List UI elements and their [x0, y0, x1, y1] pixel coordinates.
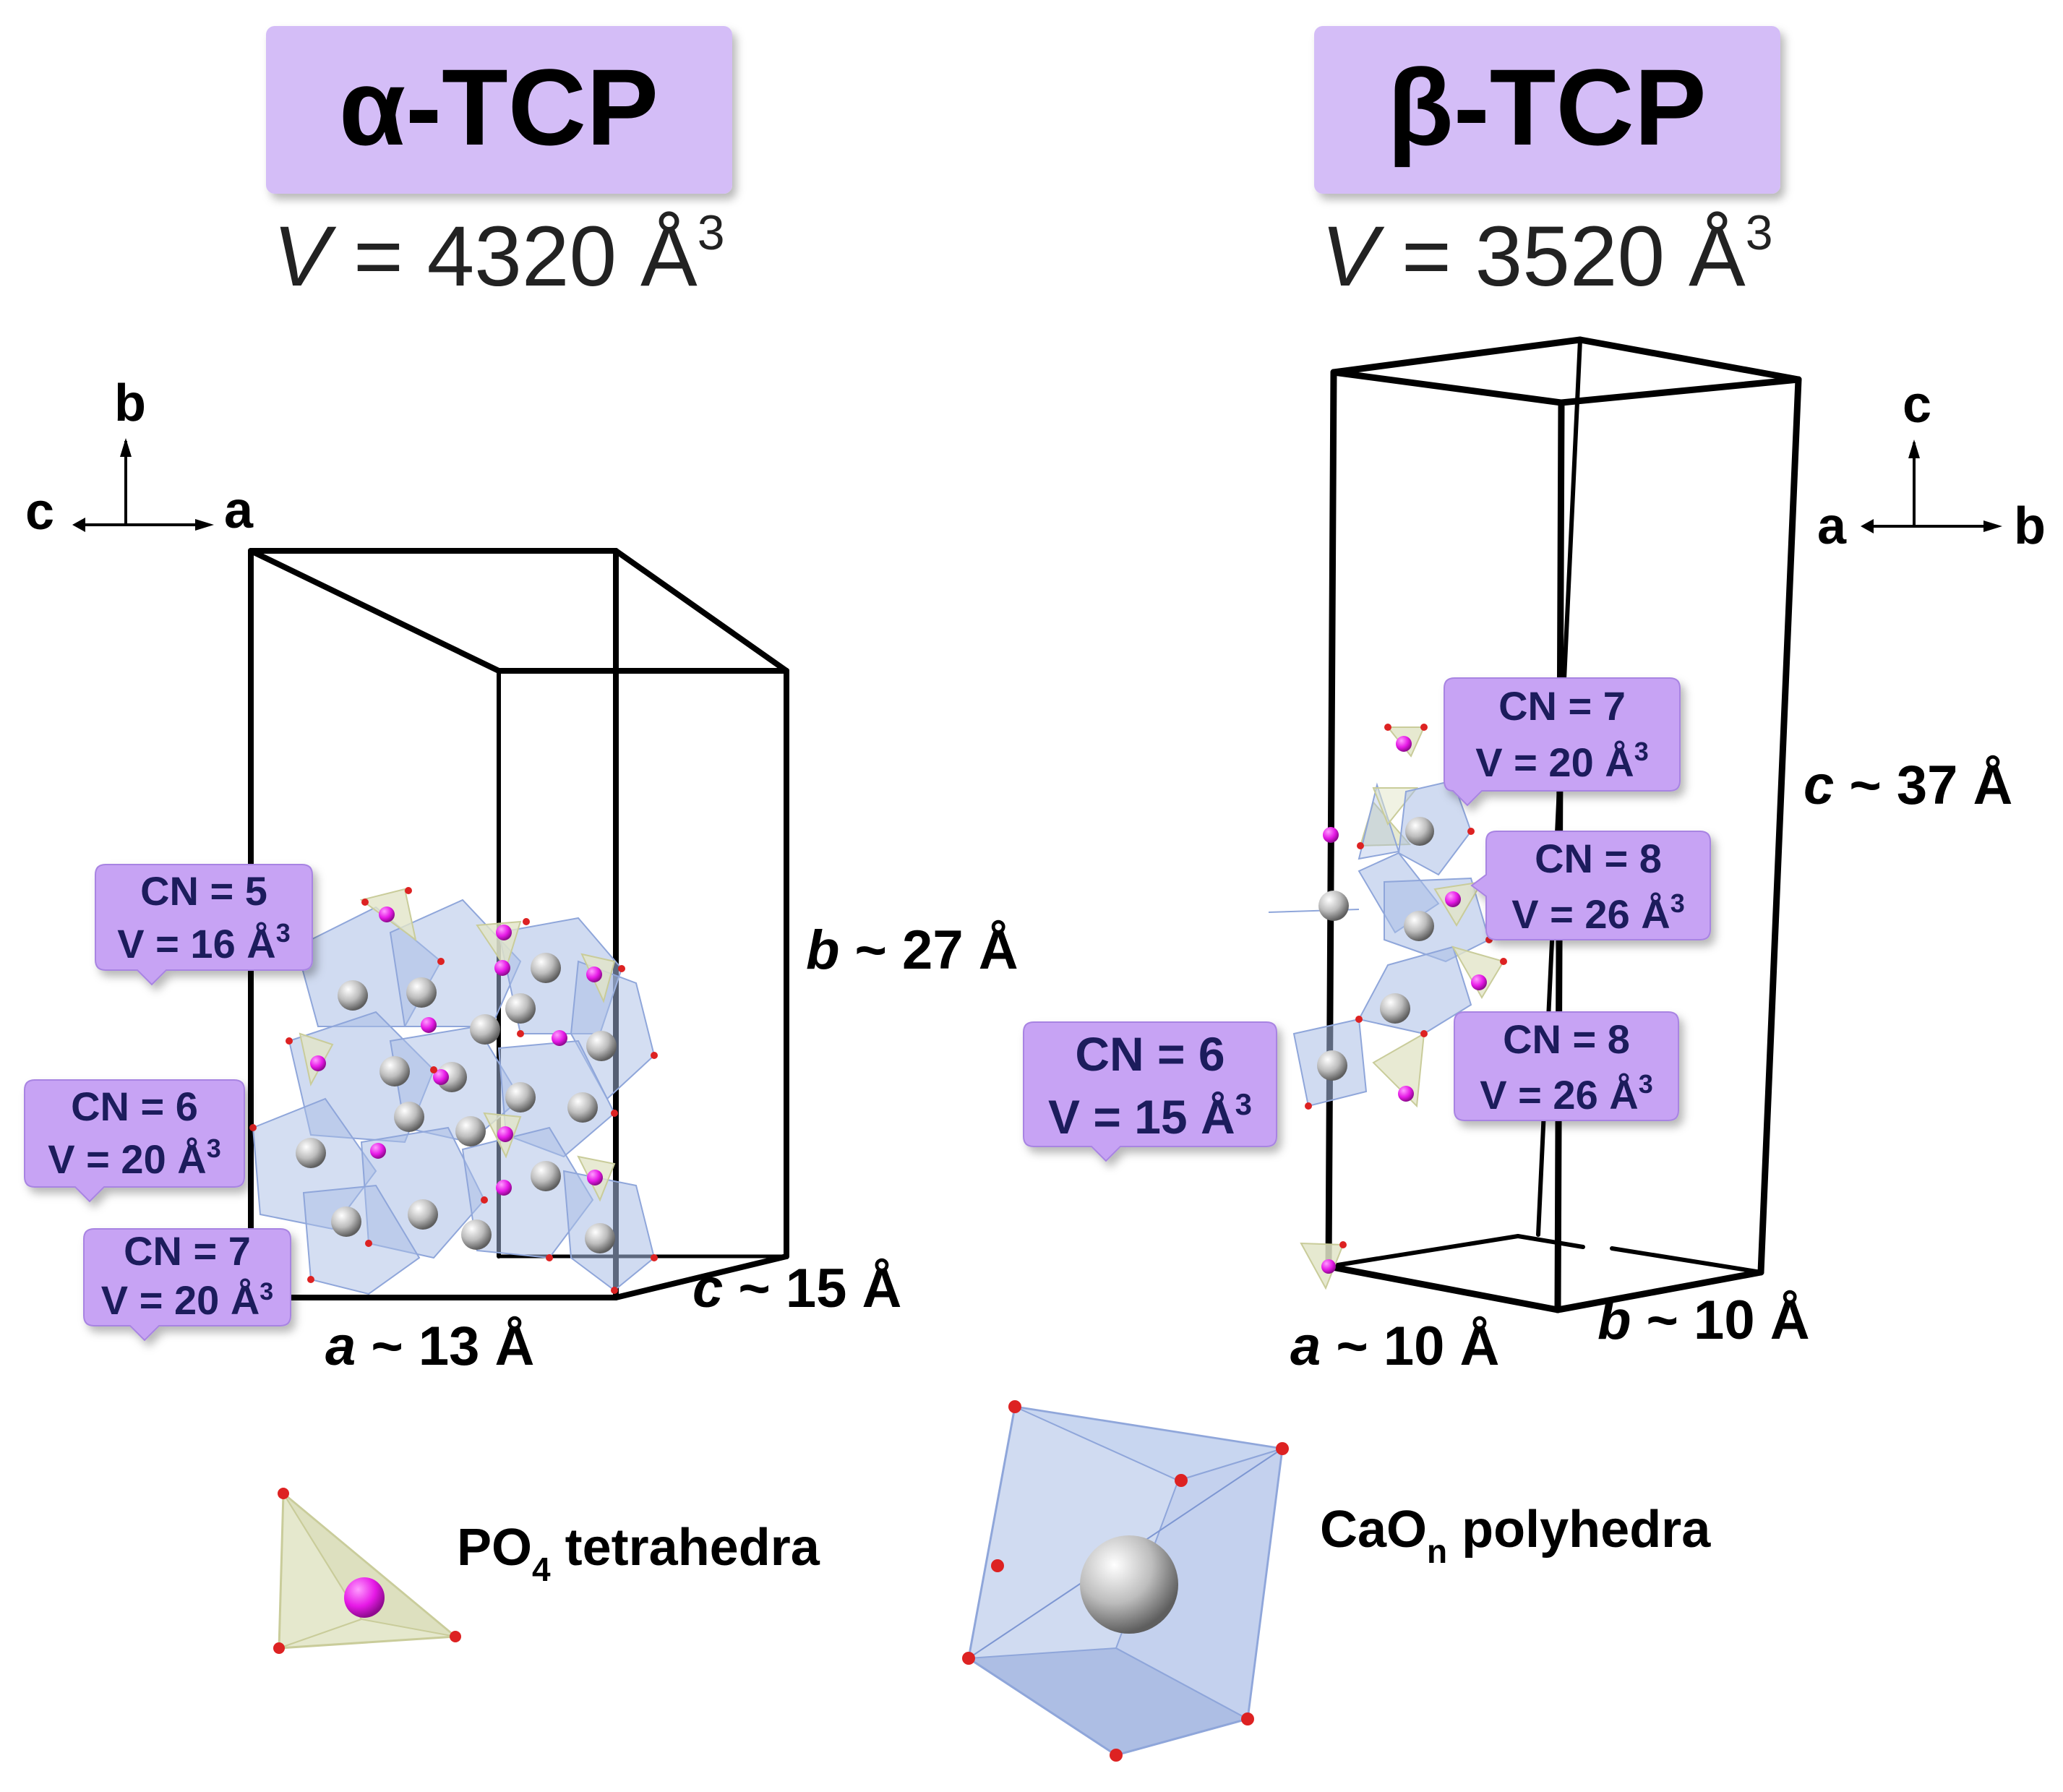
- beta-axis-right-label: b: [2014, 497, 2046, 555]
- arrow-right-icon: [195, 519, 214, 531]
- po4-tetrahedron-icon: [273, 1488, 461, 1654]
- alpha-dim-b: b ~ 27 Å: [806, 919, 1018, 981]
- alpha-title-box: [266, 26, 732, 194]
- alpha-volume: V = 4320 Å3: [273, 205, 724, 304]
- svg-text:CN = 8: CN = 8: [1535, 836, 1662, 881]
- alpha-axis-indicator: b c a: [25, 374, 254, 541]
- arrow-up-icon: [1908, 440, 1920, 458]
- svg-text:CN = 6: CN = 6: [71, 1084, 198, 1129]
- beta-dim-a: a ~ 10 Å: [1290, 1316, 1499, 1377]
- alpha-axis-up-label: b: [114, 374, 146, 432]
- svg-text:V = 20 Å3: V = 20 Å3: [1475, 737, 1649, 785]
- alpha-axis-right-label: a: [224, 481, 254, 539]
- beta-axis-indicator: c a b: [1817, 376, 2046, 555]
- legend-tetra-label: PO4 tetrahedra: [457, 1519, 820, 1588]
- beta-dim-c: c ~ 37 Å: [1803, 755, 2012, 816]
- beta-axis-left-label: a: [1817, 497, 1847, 555]
- beta-site-label: CN = 6 V = 15 Å3: [1023, 1021, 1277, 1162]
- svg-text:CN = 7: CN = 7: [124, 1228, 251, 1274]
- alpha-axis-left-label: c: [25, 483, 54, 541]
- beta-site-label: CN = 8 V = 26 Å3: [1454, 1011, 1679, 1121]
- alpha-dim-c: c ~ 15 Å: [692, 1258, 901, 1319]
- beta-panel: β-TCP V = 3520 Å3 c a b: [1023, 26, 2046, 1377]
- svg-text:V = 20 Å3: V = 20 Å3: [101, 1277, 273, 1323]
- arrow-left-icon: [1861, 519, 1874, 533]
- svg-text:CN = 8: CN = 8: [1503, 1016, 1630, 1062]
- alpha-title: α-TCP: [339, 46, 659, 168]
- beta-unit-cell: [1325, 336, 1802, 1313]
- beta-title-box: [1314, 26, 1780, 194]
- legend: PO4 tetrahedra CaOn polyhedra: [273, 1400, 1711, 1762]
- alpha-panel: α-TCP V = 4320 Å3 b c a: [24, 26, 1018, 1377]
- cao-polyhedron-icon: [962, 1400, 1289, 1762]
- svg-text:V = 20 Å3: V = 20 Å3: [48, 1133, 221, 1182]
- svg-text:V = 26 Å3: V = 26 Å3: [1511, 888, 1685, 937]
- arrow-up-icon: [120, 438, 132, 457]
- svg-text:V = 26 Å3: V = 26 Å3: [1480, 1069, 1653, 1118]
- svg-text:V = 15 Å3: V = 15 Å3: [1048, 1087, 1252, 1144]
- arrow-left-icon: [72, 518, 85, 532]
- alpha-site-label: CN = 6 V = 20 Å3: [24, 1079, 245, 1203]
- alpha-site-label: CN = 7 V = 20 Å3: [83, 1228, 291, 1342]
- svg-text:CN = 6: CN = 6: [1075, 1027, 1224, 1081]
- beta-polyhedra-column: [1268, 724, 1507, 1290]
- beta-volume: V = 3520 Å3: [1321, 205, 1772, 304]
- beta-site-label: CN = 8 V = 26 Å3: [1470, 831, 1711, 940]
- beta-axis-up-label: c: [1903, 376, 1931, 434]
- legend-poly-label: CaOn polyhedra: [1320, 1501, 1711, 1570]
- svg-text:V = 16 Å3: V = 16 Å3: [117, 918, 291, 966]
- beta-site-label: CN = 7 V = 20 Å3: [1444, 677, 1681, 807]
- beta-title: β-TCP: [1387, 46, 1707, 168]
- beta-dim-b: b ~ 10 Å: [1597, 1290, 1810, 1351]
- alpha-dim-a: a ~ 13 Å: [325, 1316, 534, 1377]
- alpha-polyhedra-cluster: [249, 887, 658, 1295]
- alpha-site-label: CN = 5 V = 16 Å3: [95, 864, 313, 986]
- svg-text:CN = 5: CN = 5: [140, 868, 267, 914]
- svg-text:CN = 7: CN = 7: [1498, 683, 1626, 729]
- arrow-right-icon: [1983, 520, 2002, 532]
